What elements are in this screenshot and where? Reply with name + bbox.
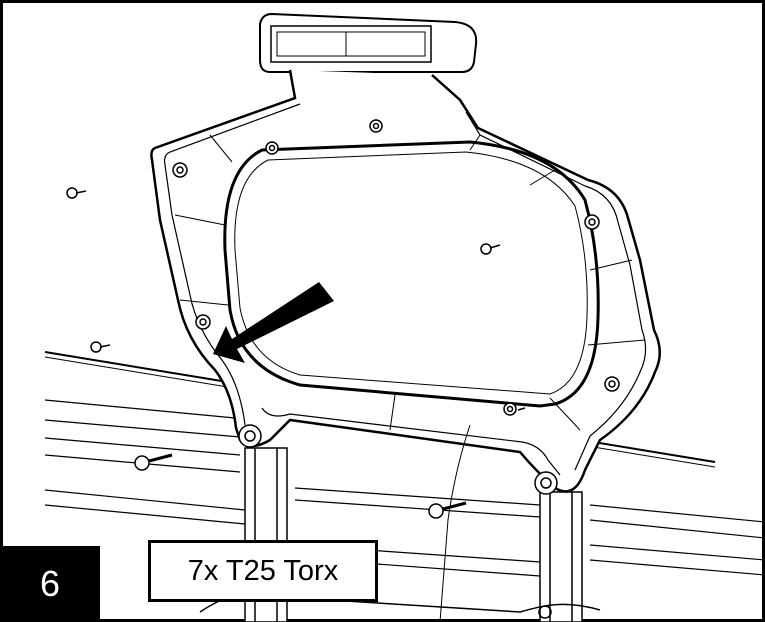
screw-callout-label: 7x T25 Torx <box>187 554 339 587</box>
housing-segments <box>174 134 646 622</box>
screw-callout-box: 7x T25 Torx <box>148 540 378 602</box>
arrow-pointing-down-left-icon <box>213 282 334 363</box>
torx-screw-icon <box>66 119 620 519</box>
step-number: 6 <box>39 563 61 604</box>
step-number-badge: 6 <box>0 546 100 622</box>
display-screen <box>223 140 600 408</box>
display-housing <box>150 69 661 493</box>
